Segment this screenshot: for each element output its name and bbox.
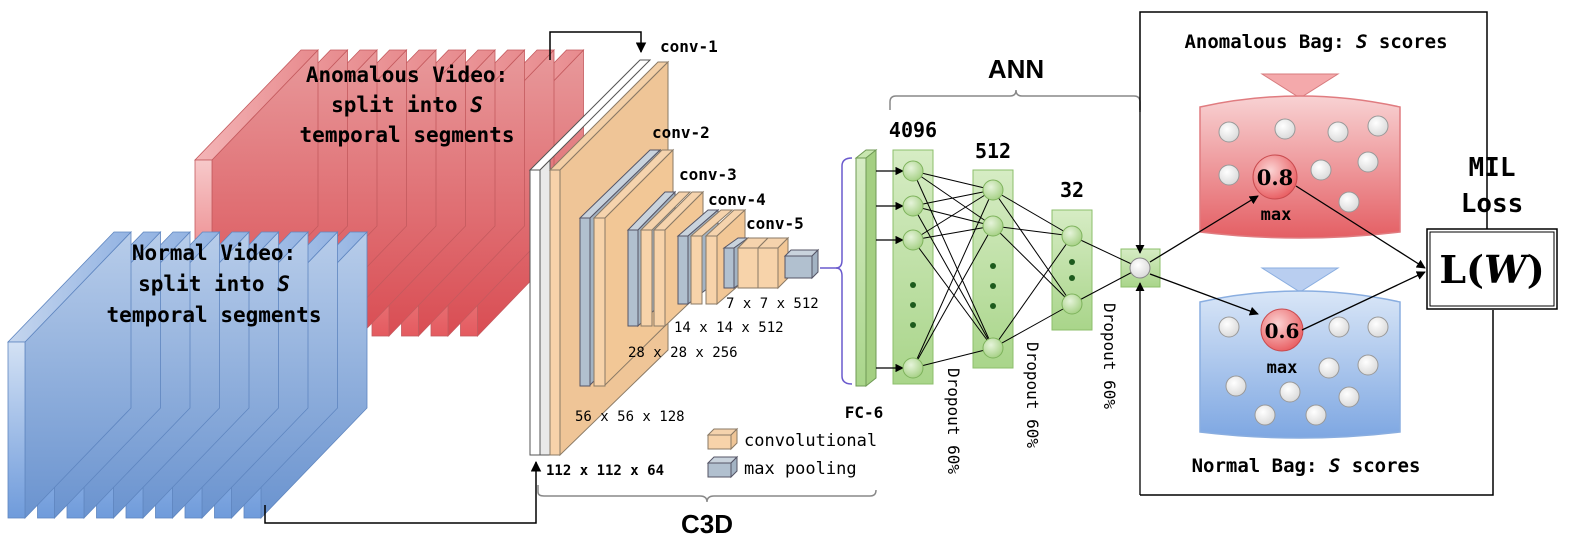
normal-max-label: max [1267, 358, 1298, 378]
normal-max-score: 0.6 [1265, 319, 1300, 343]
dropout-label-3: Dropout 60% [1100, 303, 1119, 409]
normal-bag: 0.6 max [1199, 267, 1401, 439]
mil-loss-formula: L(W) [1439, 247, 1544, 292]
conv-2-label: conv-2 [652, 123, 710, 142]
legend-conv-label: convolutional [744, 431, 877, 451]
anomalous-max-score: 0.8 [1257, 165, 1294, 190]
ann-network: FC-6 4096 512 32 ANN [820, 54, 1161, 495]
ann-edge [912, 170, 994, 349]
ann-edge [912, 189, 994, 241]
legend-pool-swatch [706, 455, 739, 479]
ann-title: ANN [988, 54, 1044, 84]
anomalous-max-label: max [1261, 205, 1292, 225]
ann-edge [912, 239, 994, 349]
fc6-input-brace-top [820, 157, 853, 269]
conv-5-blocks [722, 236, 820, 290]
ann-edge [912, 189, 994, 369]
c3d-title: C3D [681, 509, 733, 539]
ann-edge [992, 235, 1073, 349]
mil-frame-top [1139, 11, 1488, 230]
mil-loss-title-2: Loss [1461, 189, 1524, 219]
mil-loss-box-inner [1429, 231, 1555, 307]
normal-video-slice [7, 231, 132, 519]
mil-frame-bottom [1140, 310, 1494, 496]
mil-loss-title: MIL [1469, 153, 1516, 183]
anomalous-to-c3d-connector [549, 31, 647, 60]
normal-video-stack: Normal Video: split into S temporal segm… [7, 231, 368, 519]
ann-edge [912, 205, 994, 349]
mil-loss-box [1426, 228, 1558, 310]
normal-to-c3d-connector [264, 460, 542, 524]
dropout-label-2: Dropout 60% [1023, 342, 1042, 448]
anomalous-bag-dots [1218, 115, 1389, 213]
conv-5-label: conv-5 [746, 214, 804, 233]
c3d-network: conv-1 conv-2 conv-3 conv-4 conv-5 112 x… [528, 37, 877, 539]
ann-edge [912, 347, 994, 369]
normal-bag-dots [1218, 316, 1389, 426]
anomalous-video-title: Anomalous Video: [306, 63, 508, 87]
legend-pool-label: max pooling [744, 459, 857, 479]
anomalous-video-subtitle-2: temporal segments [300, 123, 515, 147]
normal-bag-title: Normal Bag: S scores [1192, 455, 1421, 477]
conv-1-block [528, 59, 652, 456]
normal-video-subtitle: split into S [138, 272, 290, 296]
layer-size-4096: 4096 [889, 118, 937, 142]
dim-label-4: 14 x 14 x 512 [674, 320, 784, 336]
normal-bag-knot [1260, 267, 1340, 293]
fc6-input-brace-bottom [835, 267, 853, 385]
dim-label-2: 56 x 56 x 128 [575, 409, 685, 425]
c3d-legend: convolutional max pooling [706, 427, 877, 479]
dropout-label-1: Dropout 60% [944, 368, 963, 474]
ann-edge [1071, 267, 1141, 305]
ann-edge [912, 205, 994, 227]
mil-section: Anomalous Bag: S scores Normal Bag: S sc… [1139, 11, 1558, 496]
c3d-brace [537, 485, 877, 503]
legend-conv-swatch [706, 427, 739, 451]
ann-edge [1071, 235, 1141, 269]
layer-size-32: 32 [1060, 178, 1084, 202]
ann-edge [912, 225, 994, 369]
conv-3-label: conv-3 [679, 165, 737, 184]
anomalous-bag-knot [1260, 73, 1340, 99]
conv-4-label: conv-4 [708, 190, 766, 209]
normal-video-slices [7, 231, 368, 519]
ann-edge [912, 170, 994, 191]
ann-brace [889, 89, 1141, 110]
anomalous-max-score-circle [1252, 154, 1298, 200]
fc6-to-ann-arrows [876, 166, 904, 373]
ann-edge [992, 189, 1073, 237]
layer-size-512: 512 [975, 139, 1011, 163]
dim-label-5: 7 x 7 x 512 [726, 296, 819, 312]
ann-edge [992, 303, 1073, 349]
ann-edge [992, 189, 1073, 305]
fc6-block [854, 148, 878, 388]
ann-edge [992, 225, 1073, 237]
dim-label-1: 112 x 112 x 64 [546, 463, 664, 479]
dim-label-3: 28 x 28 x 256 [628, 345, 738, 361]
ann-edge [912, 189, 994, 207]
ann-edge [912, 225, 994, 241]
conv-1-label: conv-1 [660, 37, 718, 56]
ann-nodes [902, 160, 1151, 379]
normal-video-subtitle-2: temporal segments [107, 303, 322, 327]
anomalous-video-subtitle: split into S [331, 93, 483, 117]
ann-edge [992, 225, 1073, 305]
anomalous-video-stack: Anomalous Video: split into S temporal s… [194, 49, 585, 337]
mil-arrows [1149, 185, 1426, 331]
normal-video-title: Normal Video: [132, 241, 296, 265]
ann-layer-4096 [892, 149, 934, 385]
ann-connections [912, 170, 1141, 369]
fc6-label: FC-6 [845, 403, 884, 422]
anomalous-bag-title: Anomalous Bag: S scores [1184, 31, 1447, 53]
